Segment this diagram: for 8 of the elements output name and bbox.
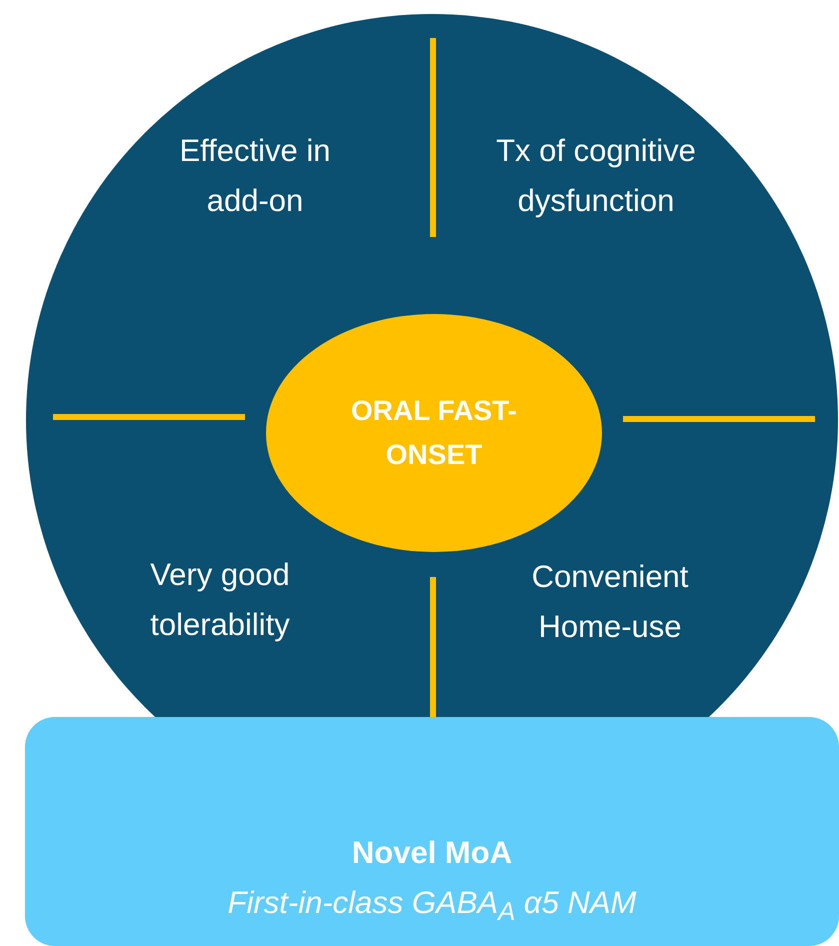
quadrant-text: Tx of cognitive dysfunction [495, 132, 697, 220]
panel-heading: Novel MoA [350, 835, 514, 871]
quadrant-text: Very good tolerability [149, 556, 291, 644]
center-title: ORAL FAST-ONSET [350, 394, 518, 472]
panel-subtitle: First-in-class GABA$_{A}$ α5 NAM [226, 885, 638, 928]
bottom-panel [25, 717, 839, 946]
quadrant-text: Effective in add-on [178, 132, 332, 220]
quadrant-text: Convenient Home-use [530, 558, 690, 646]
